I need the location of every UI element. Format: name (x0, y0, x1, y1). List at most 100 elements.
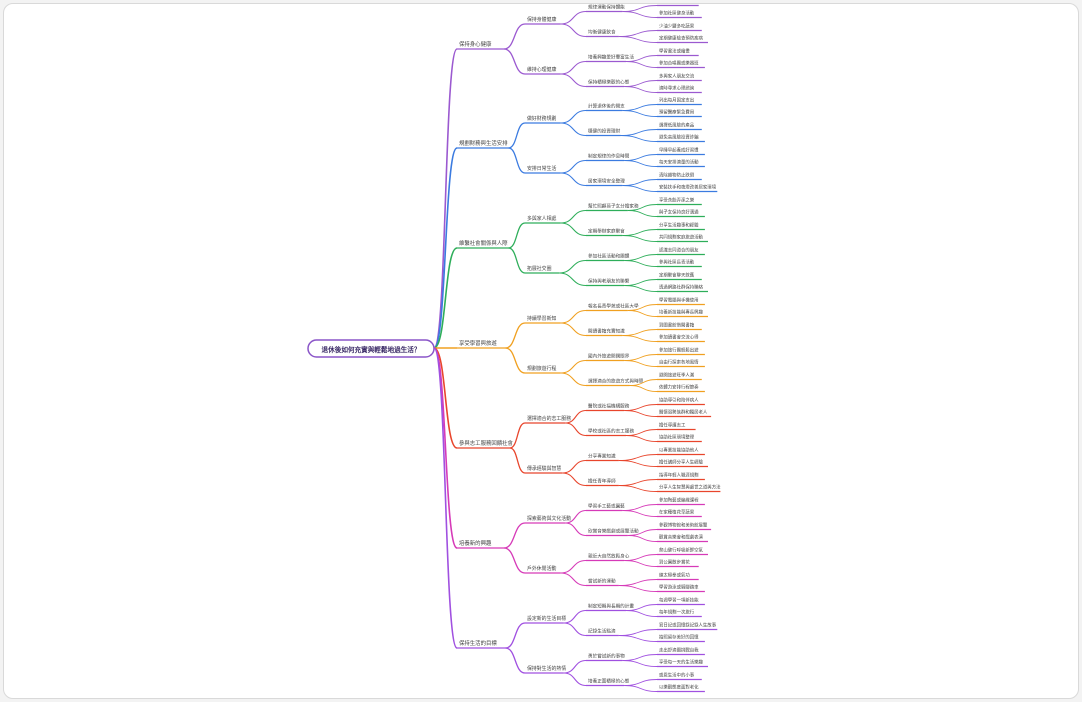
leaf-node[interactable]: 每年規劃一次旅行 (657, 609, 702, 618)
subtopic-node[interactable]: 多與家人相處 (525, 215, 561, 224)
branch-node[interactable]: 參與志工服務回饋社會 (457, 439, 514, 449)
detail-node[interactable]: 保持與老朋友的聯繫 (586, 278, 630, 287)
leaf-node[interactable]: 到公園散步賞花 (657, 559, 699, 568)
leaf-node[interactable]: 走出舒適圈挑戰自我 (657, 647, 705, 656)
leaf-node[interactable]: 適時尋求心理諮詢 (657, 85, 702, 94)
leaf-node[interactable]: 安裝扶手和夜燈改善居家環境 (657, 184, 718, 193)
subtopic-node[interactable]: 探索藝術與文化活動 (525, 515, 571, 524)
detail-node[interactable]: 醫院或社福機構服務 (586, 403, 630, 412)
detail-node[interactable]: 規律運動保持體能 (586, 4, 625, 13)
leaf-node[interactable]: 協助導引和陪伴病人 (657, 397, 705, 406)
leaf-node[interactable]: 多與家人朋友交流 (657, 73, 702, 82)
detail-node[interactable]: 選擇適合的旅遊方式與時間 (586, 378, 644, 387)
leaf-node[interactable]: 享受每一天的生活樂趣 (657, 659, 708, 668)
subtopic-node[interactable]: 規劃旅遊行程 (525, 365, 561, 374)
branch-node[interactable]: 保持身心健康 (457, 40, 504, 50)
leaf-node[interactable]: 爬山健行呼吸新鮮空氣 (657, 547, 708, 556)
leaf-node[interactable]: 學習書法或繪畫 (657, 48, 699, 57)
leaf-node[interactable]: 分享生活趣事和經驗 (657, 222, 705, 231)
subtopic-node[interactable]: 保持身體健康 (525, 16, 561, 25)
leaf-node[interactable]: 每週學習一項新技能 (657, 597, 705, 606)
leaf-node[interactable]: 學習電腦與手機使用 (657, 297, 705, 306)
leaf-node[interactable]: 清除雜物防止跌倒 (657, 172, 702, 181)
leaf-node[interactable]: 定期聚會聊天敘舊 (657, 272, 702, 281)
leaf-node[interactable]: 參加旅行團輕鬆出遊 (657, 347, 705, 356)
leaf-node[interactable]: 依體力安排行程節奏 (657, 384, 705, 393)
leaf-node[interactable]: 享受含飴弄孫之樂 (657, 197, 702, 206)
detail-node[interactable]: 培養正面積極的心態 (586, 678, 630, 687)
detail-node[interactable]: 嘗試新的運動 (586, 578, 619, 587)
branch-node[interactable]: 保持生活的目標 (457, 639, 506, 649)
leaf-node[interactable]: 分享人生智慧與處世之道與方法 (657, 484, 721, 493)
detail-node[interactable]: 保持積極樂觀的心態 (586, 79, 630, 88)
detail-node[interactable]: 居家環境安全整理 (586, 178, 625, 187)
subtopic-node[interactable]: 維持心理健康 (525, 66, 561, 75)
leaf-node[interactable]: 參加陶藝或編織課程 (657, 497, 705, 506)
branch-node[interactable]: 培養新的興趣 (457, 539, 504, 549)
subtopic-node[interactable]: 設定新的生活目標 (525, 615, 566, 624)
detail-node[interactable]: 報名長青學苑或社區大學 (586, 303, 639, 312)
leaf-node[interactable]: 自由行探索各地風情 (657, 359, 705, 368)
leaf-node[interactable]: 與子女保持良好溝通 (657, 209, 705, 218)
detail-node[interactable]: 親近大自然放鬆身心 (586, 553, 630, 562)
leaf-node[interactable]: 透過網路社群保持聯絡 (657, 284, 708, 293)
leaf-node[interactable]: 練太極拳或氣功 (657, 572, 699, 581)
detail-node[interactable]: 參加社區活動和團體 (586, 253, 630, 262)
subtopic-node[interactable]: 安排日常生活 (525, 165, 561, 174)
leaf-node[interactable]: 認識志同道合的朋友 (657, 247, 705, 256)
detail-node[interactable]: 培養興趣愛好豐富生活 (586, 54, 634, 63)
leaf-node[interactable]: 觀賞音樂會和戲劇表演 (657, 534, 708, 543)
detail-node[interactable]: 學校或社區的志工服務 (586, 428, 634, 437)
leaf-node[interactable]: 關懷弱勢族群和獨居老人 (657, 409, 712, 418)
leaf-node[interactable]: 以樂觀態度面對老化 (657, 684, 705, 693)
detail-node[interactable]: 欣賞音樂戲劇或展覽活動 (586, 528, 639, 537)
subtopic-node[interactable]: 保持對生活的熱情 (525, 665, 566, 674)
leaf-node[interactable]: 選擇低風險的產品 (657, 122, 702, 131)
detail-node[interactable]: 國內外旅遊開闊眼界 (586, 353, 630, 362)
detail-node[interactable]: 制定規律的作息時間 (586, 153, 630, 162)
subtopic-node[interactable]: 持續學習新知 (525, 315, 561, 324)
leaf-node[interactable]: 擔任導護志工 (657, 422, 696, 431)
branch-node[interactable]: 維繫社會關係與人際 (457, 239, 509, 249)
detail-node[interactable]: 分享專業知識 (586, 453, 619, 462)
leaf-node[interactable]: 培養新技能與專長興趣 (657, 309, 708, 318)
leaf-node[interactable]: 每天安排適量的活動 (657, 159, 705, 168)
subtopic-node[interactable]: 做好財務規劃 (525, 115, 561, 124)
subtopic-node[interactable]: 戶外休閒活動 (525, 565, 561, 574)
leaf-node[interactable]: 以專業技能協助他人 (657, 447, 705, 456)
leaf-node[interactable]: 擔任講師分享人生經驗 (657, 459, 708, 468)
leaf-node[interactable]: 拍照留存美好的回憶 (657, 634, 705, 643)
detail-node[interactable]: 記錄生活點滴 (586, 628, 619, 637)
branch-node[interactable]: 規劃財務與生活安排 (457, 139, 509, 149)
leaf-node[interactable]: 學習游泳或騎腳踏車 (657, 584, 705, 593)
leaf-node[interactable]: 參加社區健身活動 (657, 10, 702, 19)
detail-node[interactable]: 均衡健康飲食 (586, 29, 619, 38)
subtopic-node[interactable]: 傳承經驗與智慧 (525, 465, 563, 474)
detail-node[interactable]: 制定短期與長期的計畫 (586, 603, 634, 612)
leaf-node[interactable]: 少油少鹽多吃蔬果 (657, 23, 702, 32)
leaf-node[interactable]: 列出每月固定支出 (657, 97, 702, 106)
leaf-node[interactable]: 協助社區環境整理 (657, 434, 702, 443)
leaf-node[interactable]: 到圖書館借閱書籍 (657, 322, 702, 331)
detail-node[interactable]: 幫忙照顧孫子女分擔家務 (586, 203, 639, 212)
detail-node[interactable]: 閱讀書籍充實知識 (586, 328, 625, 337)
leaf-node[interactable]: 在家種植花草蔬果 (657, 509, 702, 518)
detail-node[interactable]: 擔任青年導師 (586, 478, 619, 487)
leaf-node[interactable]: 指導年輕人職涯規劃 (657, 472, 705, 481)
subtopic-node[interactable]: 拓展社交圈 (525, 265, 559, 274)
detail-node[interactable]: 定期舉辦家庭聚會 (586, 228, 625, 237)
branch-node[interactable]: 享受學習與旅遊 (457, 339, 506, 349)
leaf-node[interactable]: 避開旅遊旺季人潮 (657, 372, 702, 381)
leaf-node[interactable]: 寫日記或回憶錄記錄人生故事 (657, 622, 718, 631)
leaf-node[interactable]: 參加合唱團或樂器班 (657, 60, 705, 69)
leaf-node[interactable]: 共同規劃家庭旅遊活動 (657, 234, 708, 243)
root-node[interactable]: 退休後如何充實與輕鬆地過生活？ (307, 339, 435, 358)
leaf-node[interactable]: 參加讀書會交流心得 (657, 334, 705, 343)
leaf-node[interactable]: 感恩生活中的小事 (657, 672, 702, 681)
leaf-node[interactable]: 參觀博物館和美術館展覽 (657, 522, 712, 531)
subtopic-node[interactable]: 選擇適合的志工服務 (525, 415, 571, 424)
detail-node[interactable]: 穩健的投資理財 (586, 128, 621, 137)
detail-node[interactable]: 計算退休後的開支 (586, 103, 625, 112)
leaf-node[interactable]: 參與社區長青活動 (657, 259, 702, 268)
leaf-node[interactable]: 預留醫療緊急費用 (657, 109, 702, 118)
